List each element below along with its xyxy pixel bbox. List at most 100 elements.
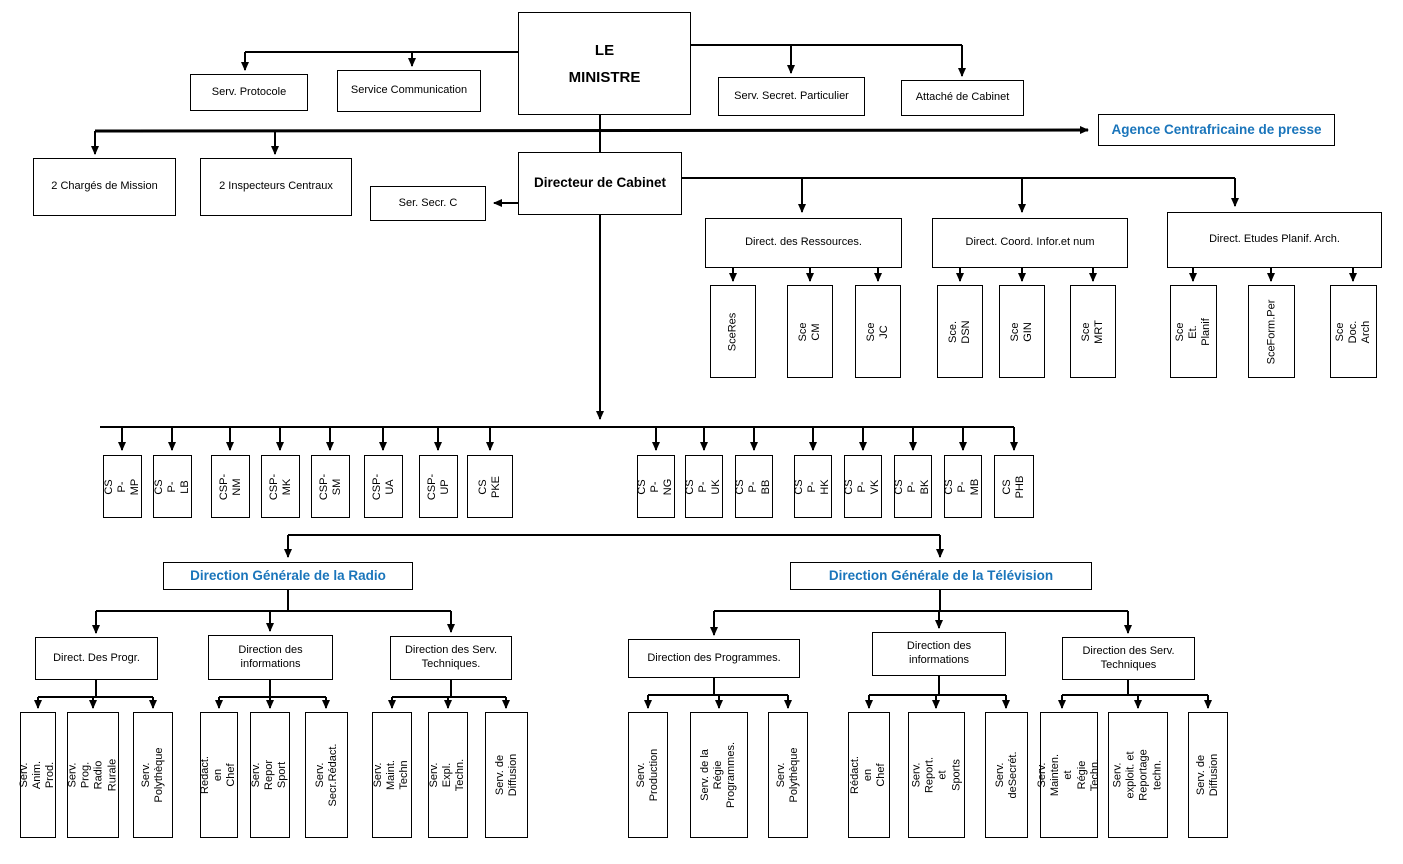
node-direction-generale-television: Direction Générale de la Télévision [790,562,1092,590]
node-serv-diffusion-tv-label: Serv. de Diffusion [1194,753,1220,797]
node-cs-p-bb-label: CS P-BB [734,478,773,495]
node-tv-direction-informations: Direction des informations [872,632,1006,676]
node-radio-direct-des-progr: Direct. Des Progr. [35,637,158,680]
node-serv-prog-radio-rurale: Serv. Prog. Radio Rurale [67,712,119,838]
node-serv-repor-sport: Serv. Repor Sport [250,712,290,838]
node-cs-phb: CS PHB [994,455,1034,518]
node-csp-mk: CSP-MK [261,455,300,518]
node-sceres: SceRes [710,285,756,378]
node-serv-exploit-reportage-techn: Serv. exploit. et Reportage techn. [1108,712,1168,838]
node-serv-repor-sport-label: Serv. Repor Sport [250,760,289,790]
node-direct-etudes-planif-arch: Direct. Etudes Planif. Arch. [1167,212,1382,268]
node-direct-coord-infor-num: Direct. Coord. Infor.et num [932,218,1128,268]
node-serv-production-label: Serv. Production [634,748,660,802]
node-serv-diffusion-radio: Serv. de Diffusion [485,712,528,838]
node-ser-secr-c: Ser. Secr. C [370,186,486,221]
node-serv-diffusion-tv: Serv. de Diffusion [1188,712,1228,838]
node-cs-p-lb: CS P-LB [153,455,192,518]
node-serv-report-sports: Serv. Report. et Sports [908,712,965,838]
node-serv-report-sports-label: Serv. Report. et Sports [910,756,962,794]
node-directeur-de-cabinet: Directeur de Cabinet [518,152,682,215]
node-cs-phb-label: CS PHB [1000,475,1026,498]
node-serv-mainten-regie-techn: Serv. Mainten. et Régie Techn. [1036,712,1101,838]
node-cs-p-bb: CS P-BB [734,455,773,518]
node-cs-pke-label: CS PKE [476,475,502,498]
node-service-communication: Service Communication [337,70,481,112]
node-sce-jc: Sce JC [855,285,901,378]
node-serv-maint-techn: Serv. Maint. Techn [372,712,412,838]
node-cs-p-ng: CS P-NG [636,455,675,518]
node-sce-et-planif: Sce Et. Planif [1170,285,1217,378]
node-attache-de-cabinet: Attaché de Cabinet [901,80,1024,116]
node-sce-cm-label: Sce CM [796,322,822,341]
node-serv-prog-radio-rurale-label: Serv. Prog. Radio Rurale [66,758,119,792]
node-cs-p-hk-label: CS P-HK [793,478,832,495]
node-cs-p-bk: CS P-BK [893,455,932,518]
node-serv-expl-techn-label: Serv. Expl. Techn. [428,758,467,792]
node-tv-direction-programmes: Direction des Programmes. [628,639,800,678]
node-cs-pke: CS PKE [467,455,513,518]
node-csp-nm-label: CSP-NM [217,473,243,500]
node-redact-en-chef-tv-label: Rédact. en Chef [849,756,888,794]
node-sce-jc-label: Sce JC [864,322,890,341]
node-sce-cm: Sce CM [787,285,833,378]
node-agence-centrafricaine-presse: Agence Centrafricaine de presse [1098,114,1335,146]
node-sce-gin: Sce GIN [999,285,1045,378]
node-sce-doc-arch-label: Sce Doc. Arch [1333,320,1373,343]
node-serv-secr-redact-label: Serv. Secr.Rédact. [313,743,339,807]
node-cs-p-mp: CS P-MP [103,455,142,518]
node-cs-p-vk-label: CS P-VK [843,478,882,495]
node-radio-direction-informations: Direction des informations [208,635,333,680]
node-cs-p-ng-label: CS P-NG [636,478,675,495]
node-redact-en-chef-radio-label: Redact. en Chef [199,756,238,794]
node-sce-dsn-label: Sce. DSN [946,319,972,344]
node-serv-regie-programmes: Serv. de la Régie Programmes. [690,712,748,838]
node-serv-desecret-label: Serv. deSecrét. [993,751,1019,799]
node-csp-ua-label: CSP-UA [370,473,396,500]
node-cs-p-lb-label: CS P-LB [152,478,192,495]
node-serv-mainten-regie-techn-label: Serv. Mainten. et Régie Techn. [1036,753,1101,797]
node-serv-polytheque-tv: Serv. Polythèque [768,712,808,838]
node-csp-sm: CSP-SM [311,455,350,518]
node-redact-en-chef-radio: Redact. en Chef [199,712,238,838]
node-csp-ua: CSP-UA [364,455,403,518]
node-sce-gin-label: Sce GIN [1008,321,1034,342]
node-cs-p-bk-label: CS P-BK [893,478,932,495]
node-serv-exploit-reportage-techn-label: Serv. exploit. et Reportage techn. [1111,749,1164,801]
node-direct-des-ressources: Direct. des Ressources. [705,218,902,268]
node-serv-desecret: Serv. deSecrét. [985,712,1028,838]
node-sce-et-planif-label: Sce Et. Planif [1173,317,1213,346]
node-sceform-per-label: SceForm.Per [1264,299,1277,364]
node-csp-nm: CSP-NM [211,455,250,518]
node-redact-en-chef-tv: Rédact. en Chef [848,712,890,838]
node-serv-anim-prod: Serv. Anim. Prod. [18,712,57,838]
node-serv-protocole: Serv. Protocole [190,74,308,111]
node-sce-mrt-label: Sce MRT [1079,319,1105,344]
node-cs-p-hk: CS P-HK [793,455,832,518]
node-serv-anim-prod-label: Serv. Anim. Prod. [18,760,57,790]
node-radio-direction-serv-techniques: Direction des Serv. Techniques. [390,636,512,680]
node-serv-secr-redact: Serv. Secr.Rédact. [305,712,348,838]
node-serv-expl-techn: Serv. Expl. Techn. [428,712,468,838]
node-sceform-per: SceForm.Per [1248,285,1295,378]
node-tv-direction-serv-techniques: Direction des Serv. Techniques [1062,637,1195,680]
node-sceres-label: SceRes [726,312,739,351]
node-csp-mk-label: CSP-MK [267,473,293,500]
node-serv-polytheque-radio: Serv. Polythèque [133,712,173,838]
node-inspecteurs-centraux: 2 Inspecteurs Centraux [200,158,352,216]
node-csp-sm-label: CSP-SM [317,473,343,500]
node-serv-secret-particulier: Serv. Secret. Particulier [718,77,865,116]
node-serv-maint-techn-label: Serv. Maint. Techn [372,760,411,790]
node-sce-dsn: Sce. DSN [937,285,983,378]
node-charges-de-mission: 2 Chargés de Mission [33,158,176,216]
node-cs-p-mb-label: CS P-MB [943,478,982,495]
node-cs-p-uk-label: CS P-UK [684,478,723,495]
node-cs-p-mp-label: CS P-MP [102,478,142,495]
node-serv-regie-programmes-label: Serv. de la Régie Programmes. [699,741,738,809]
node-serv-diffusion-radio-label: Serv. de Diffusion [493,753,519,797]
node-csp-up-label: CSP-UP [425,473,451,500]
node-serv-polytheque-radio-label: Serv. Polythèque [139,747,165,803]
node-cs-p-uk: CS P-UK [684,455,723,518]
